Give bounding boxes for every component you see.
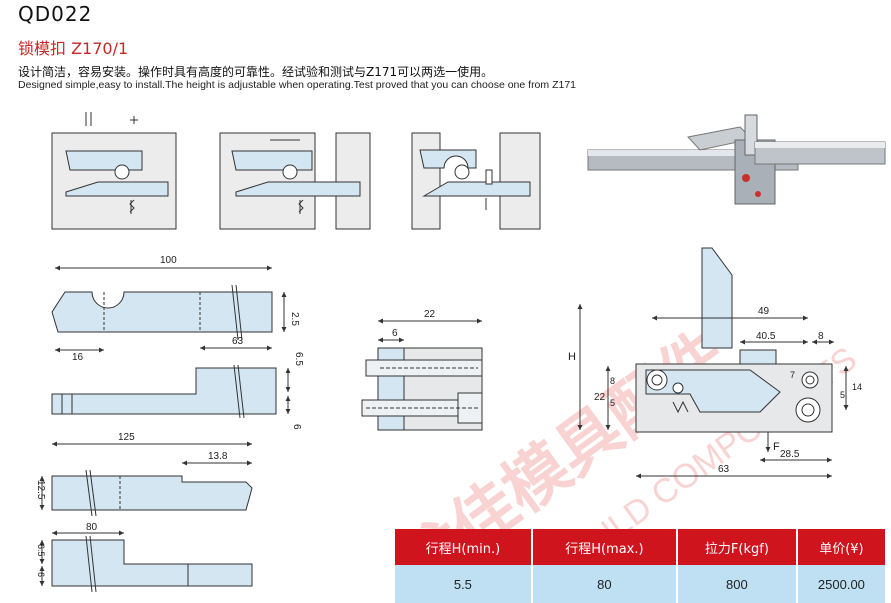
- dim-part2-step: 6.5: [36, 544, 46, 557]
- cell-unit-price: 2500.00: [795, 565, 885, 603]
- product-title: 锁模扣 Z170/1: [18, 39, 129, 58]
- operation-step-2: [219, 132, 371, 230]
- dim-part1-depth: 2.5: [289, 312, 300, 326]
- product-code: QD022: [18, 2, 93, 26]
- dim-assembly-h8: 8: [610, 376, 615, 386]
- operation-step-1: [51, 112, 177, 230]
- label-assembly-height: H: [568, 351, 576, 363]
- cell-stroke-min: 5.5: [395, 565, 532, 603]
- dim-assembly-h5: 5: [610, 398, 615, 408]
- col-stroke-min: 行程H(min.): [395, 529, 532, 565]
- part1-top-view: 100 16 2.5: [51, 255, 300, 363]
- col-stroke-max: 行程H(max.): [530, 529, 677, 565]
- description-chinese: 设计简洁，容易安装。操作时具有高度的可靠性。经试验和测试与Z171可以两选一使用…: [18, 65, 494, 79]
- label-assembly-force: F: [773, 441, 780, 453]
- dim-part2-tip: 13.8: [208, 451, 228, 462]
- dim-assembly-h22: 22: [594, 392, 606, 403]
- dim-part1-length: 100: [160, 255, 177, 266]
- dim-part2-base: 80: [86, 522, 98, 533]
- part1-side-view: 63 6.5 6: [51, 336, 304, 430]
- spec-table-header: 行程H(min.) 行程H(max.) 拉力F(kgf) 单价(¥): [395, 529, 885, 565]
- table-row: 5.5 80 800 2500.00: [395, 565, 885, 603]
- dim-assembly-inner: 40.5: [756, 331, 776, 342]
- operation-step-3: [411, 132, 541, 230]
- dim-assembly-h7: 7: [790, 370, 795, 380]
- dim-part2-thick: 6: [36, 572, 46, 577]
- side-section-view: 22 6: [361, 309, 483, 431]
- dim-assembly-offset: 28.5: [780, 449, 800, 460]
- part2-side-view: 80 6.5 6: [36, 522, 253, 593]
- product-photo: [587, 114, 886, 205]
- dim-side-offset: 6: [392, 328, 398, 339]
- col-unit-price: 单价(¥): [795, 529, 885, 565]
- dim-assembly-gap: 8: [818, 331, 824, 342]
- dim-part1-step: 6.5: [293, 352, 304, 366]
- col-pull-force: 拉力F(kgf): [675, 529, 797, 565]
- cell-stroke-max: 80: [530, 565, 677, 603]
- dim-assembly-length: 63: [718, 464, 730, 475]
- spec-table: 行程H(min.) 行程H(max.) 拉力F(kgf) 单价(¥) 5.5 8…: [395, 529, 885, 603]
- dim-assembly-h5r: 5: [840, 390, 845, 400]
- assembly-view: 49 40.5 8 H 22 8 5 7 5 14 F 28.5 63: [568, 247, 862, 479]
- dim-part2-length: 125: [118, 432, 135, 443]
- dim-part1-width: 63: [232, 336, 244, 347]
- dim-part1-offset: 16: [72, 352, 84, 363]
- description-english: Designed simple,easy to install.The heig…: [18, 79, 576, 91]
- dim-assembly-total: 49: [758, 306, 770, 317]
- dim-assembly-h14: 14: [852, 382, 862, 392]
- dim-side-width: 22: [424, 309, 436, 320]
- dim-part1-thick: 6: [291, 424, 302, 430]
- part2-top-view: 125 13.8 12.5: [35, 432, 253, 517]
- cell-pull-force: 800: [675, 565, 797, 603]
- dim-part2-height: 12.5: [35, 480, 46, 500]
